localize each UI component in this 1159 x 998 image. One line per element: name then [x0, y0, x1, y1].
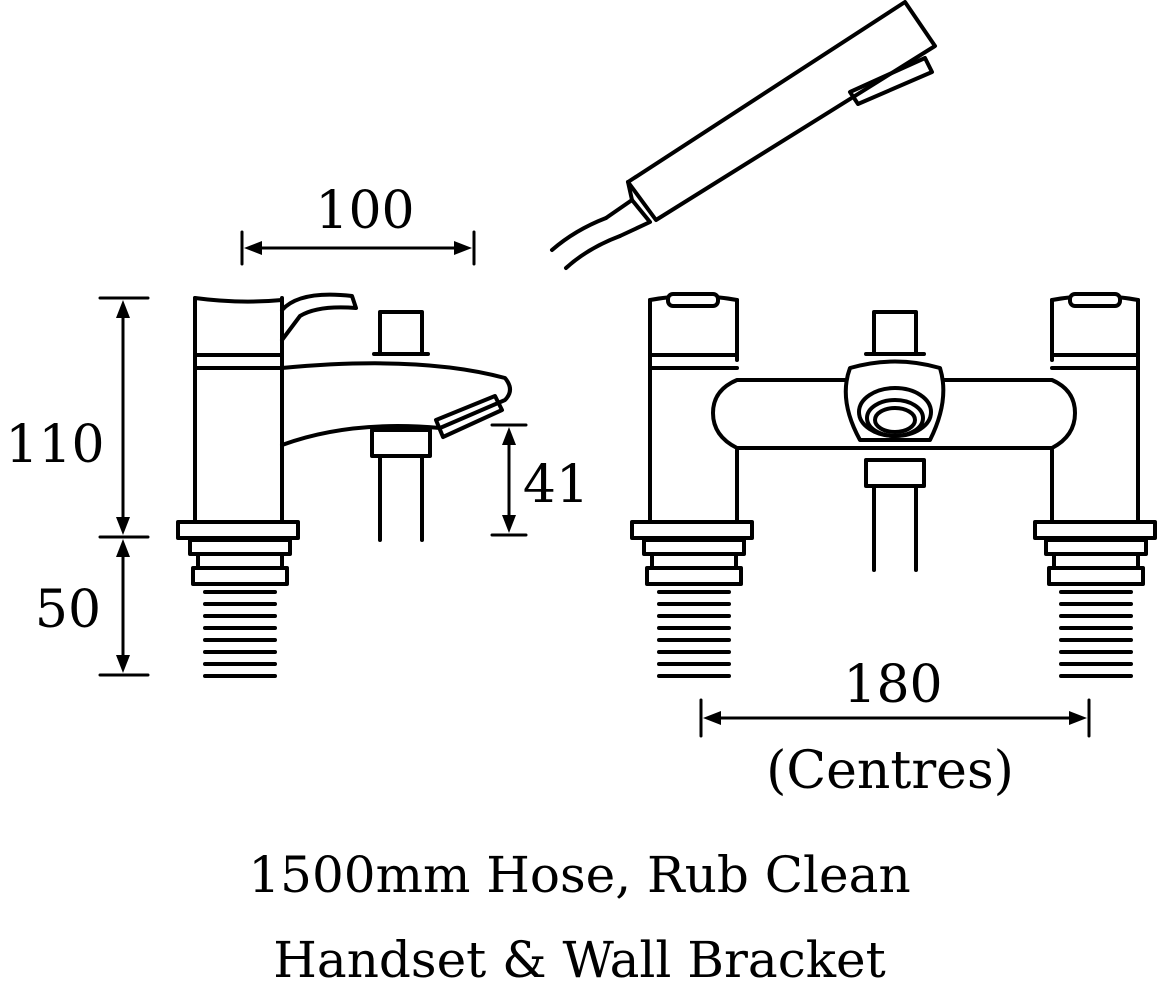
dimension-spout-height: 41 [490, 423, 589, 537]
dimension-spout-height-label: 41 [523, 455, 589, 515]
side-view [176, 292, 512, 678]
side-thread [188, 538, 292, 678]
dimension-thread: 50 [35, 539, 150, 677]
dimension-spout-reach-label: 100 [315, 181, 414, 241]
dimension-thread-label: 50 [35, 580, 101, 640]
front-left-thread [642, 538, 746, 678]
front-right-thread [1044, 538, 1148, 678]
dimension-tap-centres: 180 (Centres) [699, 655, 1091, 801]
dimension-height: 110 [5, 296, 150, 539]
dimension-spout-reach: 100 [240, 181, 476, 266]
caption-line-2: Handset & Wall Bracket [273, 931, 886, 989]
dimension-tap-centres-label: 180 [843, 655, 942, 715]
dimension-tap-centres-note: (Centres) [766, 741, 1014, 801]
shower-handset [550, 0, 937, 270]
caption-line-1: 1500mm Hose, Rub Clean [248, 846, 911, 904]
dimension-height-label: 110 [5, 415, 104, 475]
front-view [630, 292, 1157, 678]
